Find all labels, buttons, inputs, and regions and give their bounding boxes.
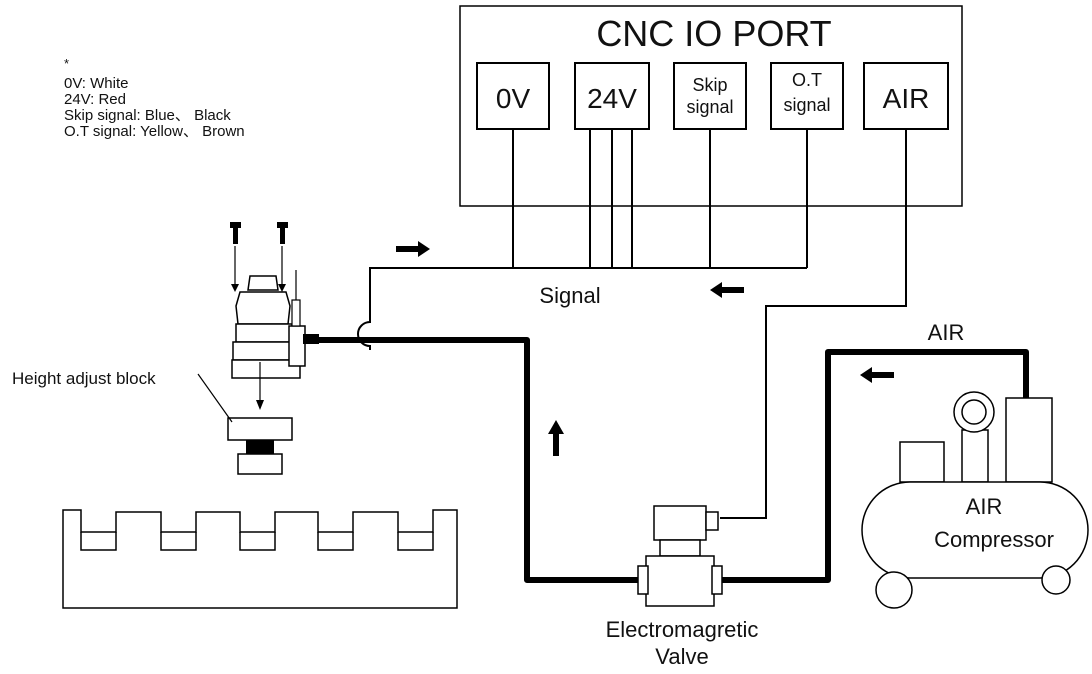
probe-body-lower: [232, 341, 296, 361]
compressor-label-line2: Compressor: [934, 527, 1054, 552]
compressor-tank-tower: [1005, 397, 1053, 483]
legend-line-ot: O.T signal: Yellow、 Brown: [64, 123, 245, 140]
terminal-24v-label: 24V: [587, 83, 637, 114]
compressor-pump: [961, 429, 989, 483]
terminal-air: [863, 62, 949, 130]
legend-marker: *: [64, 56, 69, 71]
compressor-tank: [861, 481, 1089, 579]
height-adjust-block-label: Height adjust block: [12, 369, 156, 388]
valve-neck: [659, 539, 701, 557]
air-arrow-up-icon: [548, 420, 564, 456]
terminal-0v-label: 0V: [496, 83, 531, 114]
valve-port-right: [711, 565, 723, 595]
valve-label-line1: Electromagretic: [606, 617, 759, 642]
legend-line-skip: Skip signal: Blue、 Black: [64, 107, 231, 124]
probe-cable-gland: [291, 299, 301, 327]
probe-base-plate: [231, 359, 301, 379]
screw-icon: [230, 222, 241, 292]
air-control-wire: [720, 129, 907, 519]
signal-bus: [357, 267, 807, 350]
legend-line-24v: 24V: Red: [64, 91, 126, 108]
height-adjust-leader: [197, 373, 233, 423]
valve-label-line2: Valve: [655, 644, 708, 669]
valve-solenoid: [653, 505, 707, 541]
height-block-foot: [237, 453, 283, 475]
compressor-motor: [899, 441, 945, 483]
valve-body: [645, 555, 715, 607]
terminal-skip-label-line2: signal: [686, 97, 733, 117]
machine-table: [62, 509, 458, 609]
probe-assembly: Height adjust block: [12, 222, 319, 475]
terminal-ot-label-line2: signal: [783, 95, 830, 115]
color-legend: * 0V: White 24V: Red Skip signal: Blue、 …: [64, 56, 245, 140]
height-block-stem: [246, 440, 274, 454]
probe-cable-connector: [288, 325, 306, 367]
compressor-wheel-right: [1041, 565, 1071, 595]
compressor-wheel-left: [875, 571, 913, 609]
terminal-air-label: AIR: [883, 83, 930, 114]
cnc-io-port: CNC IO PORT 0V 24V Skip signal O.T signa…: [459, 5, 963, 207]
screw-icon: [277, 222, 288, 292]
t-slots: [80, 532, 434, 551]
signal-arrow-left-icon: [710, 282, 744, 298]
valve-port-left: [637, 565, 649, 595]
probe-body-upper: [235, 291, 291, 325]
electromagnetic-valve: Electromagretic Valve: [606, 505, 759, 669]
hose-valve-to-probe: [315, 337, 641, 583]
valve-solenoid-plug: [705, 511, 719, 531]
legend-line-0v: 0V: White: [64, 75, 128, 92]
air-line-label: AIR: [928, 320, 965, 345]
terminal-ot-signal: [770, 62, 844, 130]
cnc-io-port-title: CNC IO PORT: [596, 13, 831, 54]
height-adjust-block: [227, 417, 293, 441]
terminal-24v: [574, 62, 650, 130]
probe-cap: [247, 275, 279, 291]
air-compressor: AIR Compressor: [861, 391, 1089, 609]
signal-label: Signal: [539, 283, 600, 308]
terminal-skip-label-line1: Skip: [692, 75, 727, 95]
signal-wiring: Signal: [357, 129, 808, 350]
signal-arrow-right-icon: [396, 241, 430, 257]
air-hoses: AIR: [315, 320, 1029, 583]
air-arrow-left-icon: [860, 367, 894, 383]
terminal-ot-label-line1: O.T: [792, 70, 822, 90]
probe-hose-fitting: [303, 334, 319, 344]
terminal-skip-signal: [673, 62, 747, 130]
hose-compressor-to-valve: [719, 349, 1029, 583]
terminal-0v: [476, 62, 550, 130]
probe-body-middle: [235, 323, 293, 343]
compressor-label-line1: AIR: [966, 494, 1003, 519]
